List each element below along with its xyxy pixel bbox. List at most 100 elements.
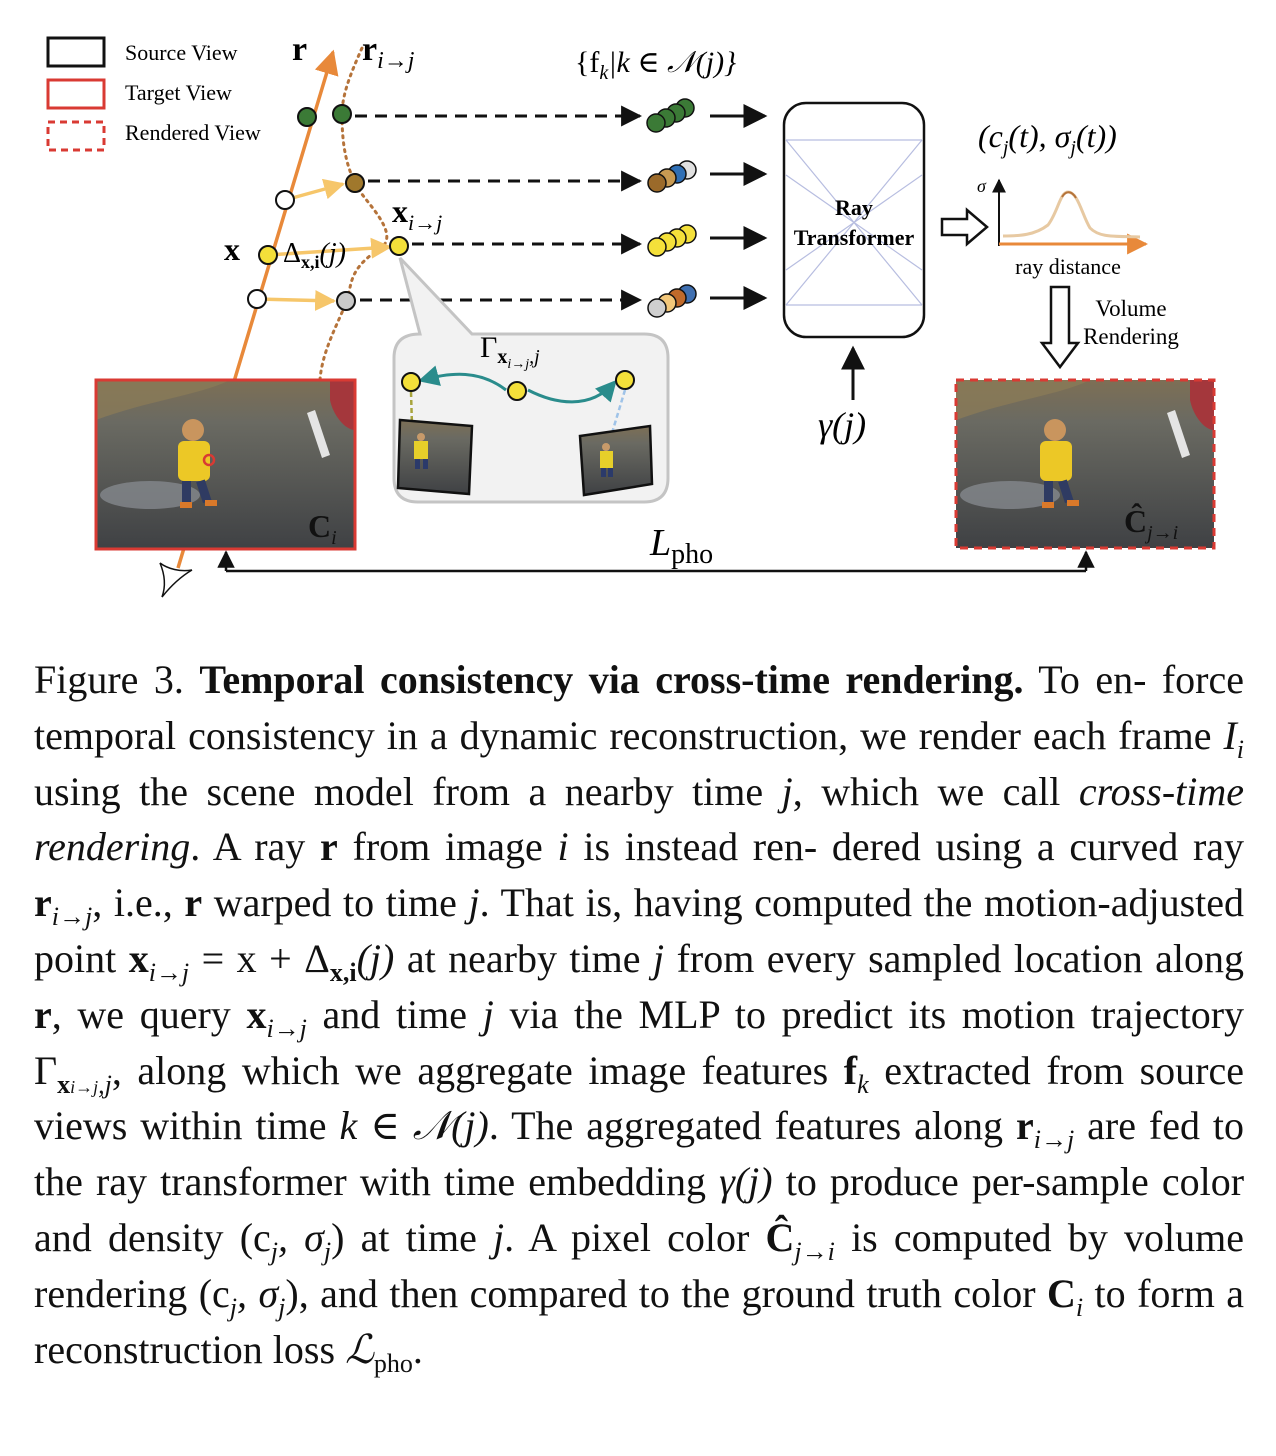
caption-text: from image — [352, 824, 543, 870]
legend-source-label: Source View — [125, 40, 238, 65]
trajectory-point-left — [401, 372, 421, 392]
warped-point-x — [389, 236, 409, 256]
math-j: j — [653, 935, 665, 981]
legend-source-swatch — [46, 36, 106, 68]
ray-curved-label: ri→j — [362, 31, 415, 74]
rendering-label: Rendering — [1083, 324, 1179, 349]
trajectory-label: Γxi→j,j — [480, 331, 540, 372]
figure-caption: Figure 3. Temporal consistency via cross… — [34, 652, 1244, 1377]
legend-target-swatch — [46, 78, 106, 110]
legend-rendered-label: Rendered View — [125, 120, 261, 145]
point-x — [258, 245, 278, 265]
math-j: j — [781, 768, 793, 814]
math-c-hat: Ĉj→i — [765, 1214, 835, 1266]
math-r: r — [34, 991, 52, 1037]
legend-target-label: Target View — [125, 80, 232, 105]
trajectory-arc-left — [417, 365, 507, 392]
warped-point-sub: i→j — [408, 210, 442, 235]
delta-rest: (j) — [320, 238, 346, 269]
output-hollow-arrow — [940, 207, 989, 247]
ray-transformer-label-2: Transformer — [794, 225, 915, 250]
source-view-thumbnail-right — [578, 424, 654, 497]
delta-sub: x,i — [301, 252, 320, 272]
caption-title: Temporal consistency via cross-time rend… — [199, 657, 1024, 702]
caption-text: are fed to the ray transformer with time… — [34, 1103, 1245, 1205]
ray-curved — [318, 46, 389, 382]
caption-text: . That is, having computed the motion-ad… — [34, 880, 1245, 981]
math-r: r — [184, 880, 203, 926]
math-j: j — [482, 991, 494, 1037]
point-r-4 — [247, 289, 267, 309]
output-sub-1: j — [1000, 137, 1009, 159]
trajectory-point-right — [615, 370, 635, 390]
math-color-density: (cj, σj) — [198, 1270, 299, 1322]
delta-symbol: Δ — [283, 238, 301, 269]
math-gamma-j: γ(j) — [719, 1159, 773, 1205]
math-warp-equation: xi→j = x + Δx,i(j) — [128, 935, 395, 987]
math-loss: ℒpho — [345, 1326, 413, 1378]
warp-arrow-3 — [256, 290, 337, 312]
trajectory-callout: Γxi→j,j — [392, 256, 670, 504]
output-open: (c — [978, 118, 1003, 154]
loss-sub: pho — [671, 539, 713, 570]
trajectory-point-center — [507, 381, 527, 401]
trajectory-sub: x — [497, 346, 507, 368]
trajectory-rest: ,j — [529, 346, 540, 368]
target-view-image: Ci — [94, 378, 357, 551]
math-i: i — [557, 824, 569, 870]
trajectory-gamma: Γ — [480, 331, 497, 364]
caption-text: . The aggregated features along — [488, 1103, 1003, 1149]
math-r: r — [320, 824, 338, 870]
math-rij: ri→j — [34, 880, 93, 932]
caption-text: at nearby time — [406, 935, 641, 981]
math-color-density: (cj, σj) — [239, 1214, 345, 1266]
density-curve-peak — [1061, 191, 1077, 199]
caption-text: , we query — [51, 991, 231, 1037]
rendered-view-label: Ĉj→i — [1124, 503, 1178, 544]
caption-text: using the scene model from a nearby time — [34, 768, 764, 814]
warped-point-symbol: x — [392, 193, 408, 229]
point-r-2 — [275, 190, 295, 210]
caption-text: . — [412, 1326, 423, 1372]
math-k-in-N: k ∈ 𝒩(j) — [339, 1103, 489, 1149]
feature-set-label: {fk|k ∈ 𝒩(j)} — [575, 46, 736, 84]
warped-point-label: xi→j — [392, 193, 442, 235]
caption-text: at time — [360, 1214, 477, 1260]
caption-text: , which we call — [792, 768, 1061, 814]
math-Ci: Ci — [1046, 1270, 1084, 1322]
math-gamma-trajectory: Γxi→j,j — [34, 1047, 112, 1099]
legend: Source View Target View Rendered View — [46, 36, 261, 152]
output-mid: (t), σ — [1008, 118, 1071, 154]
target-view-label: Ci — [308, 508, 337, 549]
feature-cluster-4 — [647, 284, 697, 318]
feature-set-sub: k — [599, 62, 609, 84]
math-xij: xi→j — [246, 991, 307, 1043]
feature-cluster-2 — [647, 160, 697, 193]
feature-cluster-1 — [646, 98, 695, 133]
density-curve — [1002, 190, 1141, 239]
time-embed-label: γ(j) — [818, 405, 866, 445]
delta-label: Δx,i(j) — [283, 238, 346, 272]
feature-cluster-3 — [647, 224, 697, 257]
sigma-axis-label: σ — [977, 176, 987, 196]
math-j: j — [493, 1214, 505, 1260]
point-x-label: x — [224, 231, 240, 267]
ray-transformer-label-1: Ray — [835, 195, 873, 220]
caption-text: via the MLP to predict its motion trajec… — [509, 991, 1245, 1037]
caption-text: is computed by volume rendering — [34, 1214, 1245, 1316]
warped-point-1 — [332, 104, 352, 124]
caption-text: . A pixel color — [504, 1214, 750, 1260]
camera-icon — [159, 562, 193, 598]
feature-set-open: {f — [575, 46, 599, 79]
output-end: (t)) — [1076, 118, 1117, 154]
caption-text: to produce per-sample color and density — [34, 1159, 1245, 1260]
warped-point-4 — [336, 291, 356, 311]
cross-time-rendering-diagram: Source View Target View Rendered View r … — [46, 31, 1216, 598]
source-view-thumbnail-left — [396, 418, 474, 496]
caption-text: extracted from source views within time — [34, 1047, 1245, 1149]
density-plot: σ ray distance — [977, 176, 1149, 279]
ray-curved-sub: i→j — [377, 48, 415, 74]
loss-label: Lpho — [649, 522, 713, 570]
caption-text: is instead ren- dered using a curved ray — [583, 824, 1245, 870]
ray-transformer: Ray Transformer — [782, 101, 926, 339]
